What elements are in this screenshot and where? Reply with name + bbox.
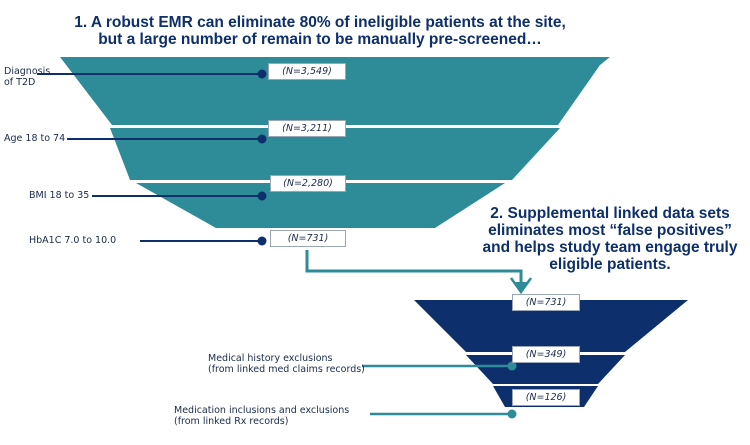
leader-medication-dot [507, 409, 517, 419]
funnel2-band-middle [466, 355, 625, 384]
step2-title-line1: 2. Supplemental linked data sets [490, 205, 730, 222]
exclusion-label-medication: Medication inclusions and exclusions (fr… [174, 405, 349, 427]
step2-title: 2. Supplemental linked data sets elimina… [470, 205, 750, 273]
step2-title-line3: and helps study team engage truly [482, 239, 738, 256]
stage-label-bmi: BMI 18 to 35 [29, 190, 90, 201]
exclusion-medical-history-line2: (from linked med claims records) [208, 364, 365, 375]
exclusion-label-medical-history: Medical history exclusions (from linked … [208, 353, 365, 375]
leader-age-dot [257, 134, 267, 144]
funnel2-band-top [414, 300, 688, 352]
n-box-linked-731: (N=731) [512, 294, 580, 311]
exclusion-medication-line2: (from linked Rx records) [174, 416, 289, 427]
connector-arrow-line [305, 250, 523, 285]
funnel1-band-bmi [136, 183, 505, 228]
n-box-linked-349: (N=349) [512, 346, 580, 363]
step1-title-line2: but a large number of remain to be manua… [98, 31, 542, 48]
n-box-bmi: (N=2,280) [270, 175, 346, 192]
n-box-diagnosis: (N=3,549) [268, 63, 346, 80]
step1-title-line1: 1. A robust EMR can eliminate 80% of ine… [74, 14, 566, 31]
n-box-age: (N=3,211) [268, 120, 346, 137]
stage-label-diagnosis-line2: of T2D [4, 77, 36, 88]
leader-medical-history-dot [507, 361, 517, 371]
step1-title: 1. A robust EMR can eliminate 80% of ine… [0, 14, 640, 48]
n-box-hba1c: (N=731) [270, 230, 346, 247]
connector-arrowhead [514, 282, 528, 292]
leader-bmi-dot [257, 191, 267, 201]
step2-title-line4: eligible patients. [549, 256, 671, 273]
connector-arrowhead-outline [509, 277, 533, 295]
stage-label-diagnosis: Diagnosis of T2D [4, 66, 50, 88]
exclusion-medical-history-line1: Medical history exclusions [208, 353, 333, 364]
funnel1-band-age [110, 128, 560, 180]
step2-title-line2: eliminates most “false positives” [488, 222, 732, 239]
n-box-linked-126: (N=126) [512, 389, 580, 406]
stage-label-diagnosis-line1: Diagnosis [4, 66, 51, 77]
leader-hba1c-dot [257, 236, 267, 246]
stage-label-age: Age 18 to 74 [4, 133, 66, 144]
leader-diagnosis-dot [257, 69, 267, 79]
exclusion-medication-line1: Medication inclusions and exclusions [174, 405, 350, 416]
stage-label-hba1c: HbA1C 7.0 to 10.0 [29, 235, 117, 246]
